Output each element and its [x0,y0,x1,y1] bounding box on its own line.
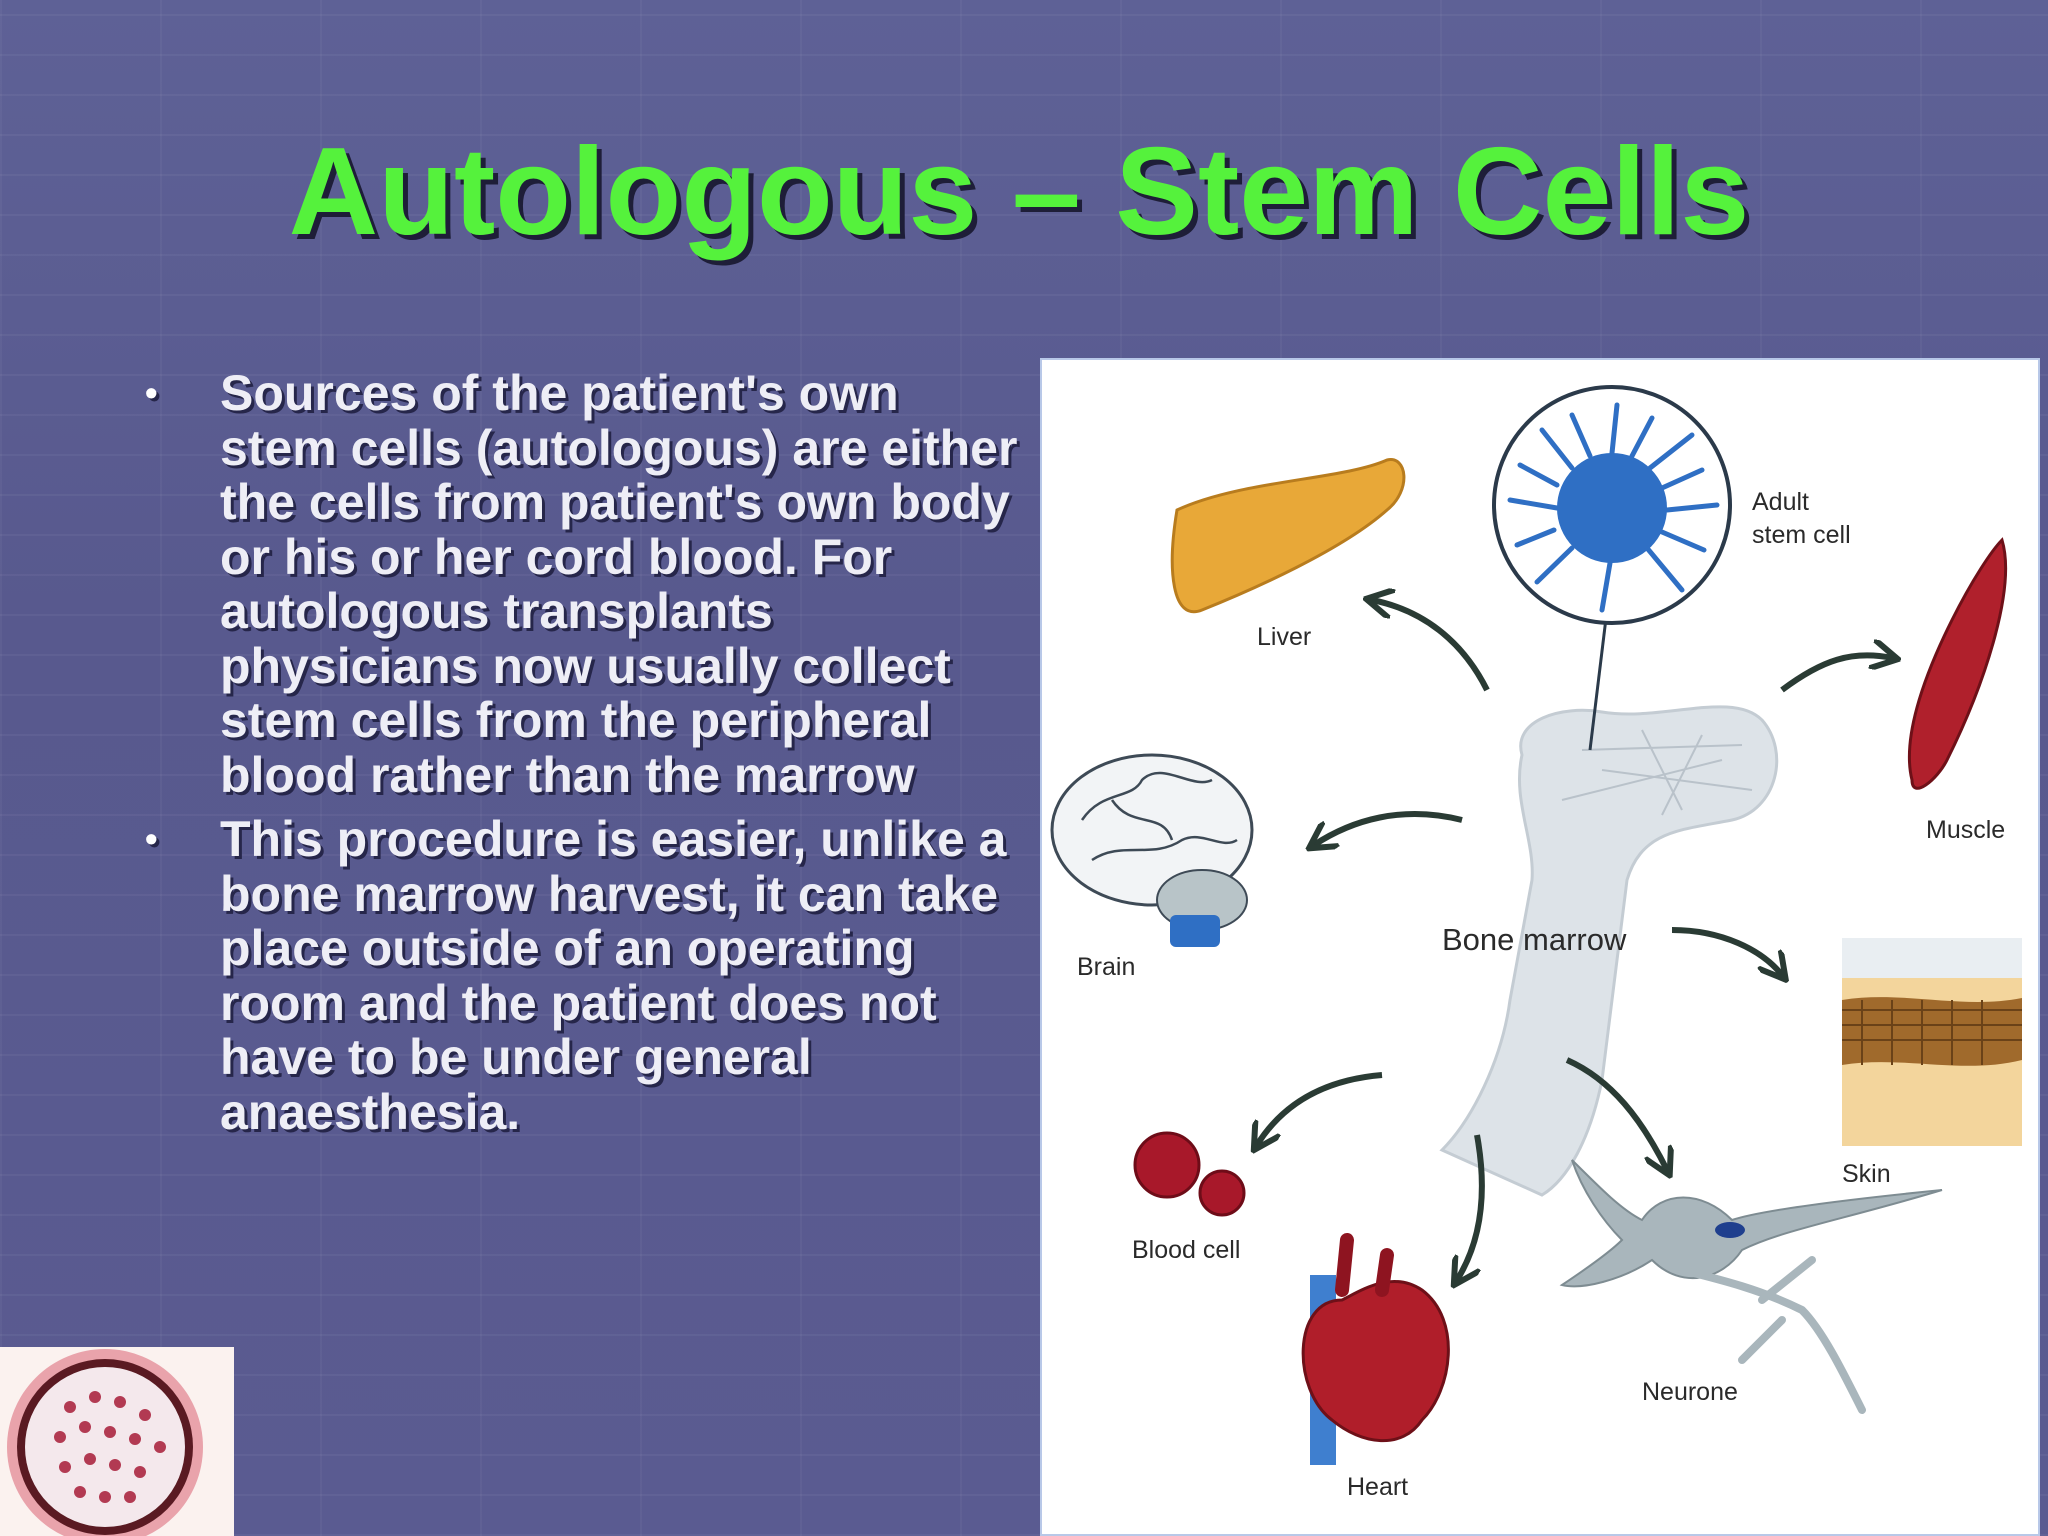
label-heart: Heart [1347,1473,1408,1501]
heart-icon [1301,1233,1450,1465]
arrow-to-skin [1671,927,1782,975]
bullet-text: This procedure is easier, unlike a bone … [220,811,1007,1140]
label-muscle: Muscle [1926,816,2005,844]
skin-icon [1842,938,2022,1146]
label-stem-cell: stem cell [1752,521,1851,549]
neurone-icon [1559,1159,1943,1414]
label-adult: Adult [1752,488,1809,516]
blood-cell-icon [1133,1131,1246,1217]
liver-icon [1170,458,1406,614]
muscle-icon [1907,537,2007,790]
bone-marrow-texture [1561,729,1753,816]
magnifier-line [1588,609,1609,751]
arrow-to-brain [1314,811,1463,845]
label-neurone: Neurone [1642,1378,1738,1406]
label-liver: Liver [1257,623,1311,651]
bullet-dot: • [145,372,158,413]
bullet-list: • Sources of the patient's own stem cell… [145,366,1025,1139]
adult-stem-cell-icon [1507,402,1720,613]
label-blood-cell: Blood cell [1132,1236,1240,1264]
bullet-text: Sources of the patient's own stem cells … [220,365,1018,803]
arrow-to-neurone [1565,1057,1667,1170]
bullet-item: • Sources of the patient's own stem cell… [145,366,1025,802]
thumbnail-svg [7,1349,203,1536]
brain-icon [1050,753,1254,947]
arrow-to-heart [1457,1134,1485,1280]
arrow-to-liver [1372,600,1490,692]
slide-title: Autologous – Stem Cells [288,123,1750,261]
bone-shape [1439,705,1779,1197]
label-skin: Skin [1842,1160,1891,1188]
bullet-item: • This procedure is easier, unlike a bon… [145,812,1025,1139]
label-brain: Brain [1077,953,1135,981]
bullet-dot: • [145,818,158,859]
cell-section-thumbnail [0,1347,234,1536]
stem-cell-diagram: Adult stem cell Liver Muscle Brain Bone … [1040,358,2040,1536]
diagram-svg: Adult stem cell Liver Muscle Brain Bone … [1050,385,2022,1501]
label-bone-marrow: Bone marrow [1442,922,1627,957]
arrow-to-blood-cell [1257,1072,1383,1145]
arrow-to-muscle [1780,655,1892,693]
